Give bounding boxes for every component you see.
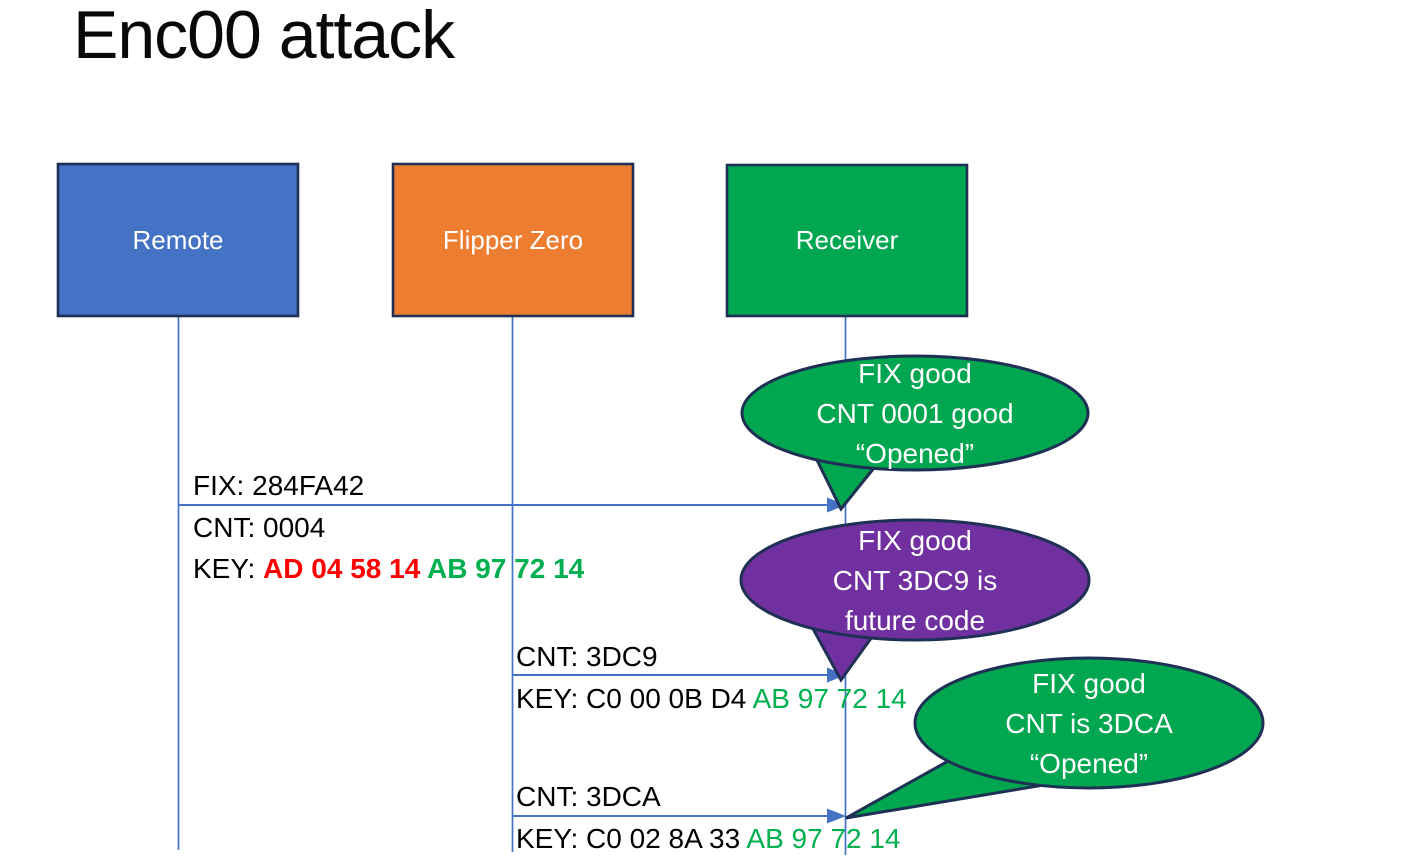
actor-label-flipper-zero: Flipper Zero bbox=[442, 224, 584, 255]
message2-key-fixed-bytes: AB 97 72 14 bbox=[752, 683, 907, 714]
callout1-bubble bbox=[740, 354, 1090, 472]
callout1-line3: “Opened” bbox=[855, 437, 975, 469]
message3-key-prefix: KEY: bbox=[516, 823, 587, 854]
flipper-zero-box bbox=[391, 162, 635, 318]
remote-box bbox=[56, 162, 300, 318]
message2-cnt-value: CNT: 3DC9 bbox=[516, 641, 658, 672]
callout1-line2: CNT 0001 good bbox=[816, 397, 1014, 429]
message1-key-value: KEY: AD 04 58 14 AB 97 72 14 bbox=[193, 552, 584, 586]
actor-label-receiver: Receiver bbox=[795, 225, 899, 255]
callout3-text: FIX good CNT is 3DCA “Opened” bbox=[915, 659, 1263, 788]
message1-cnt-value: CNT: 0004 bbox=[193, 512, 326, 543]
actor-label-remote: Remote bbox=[132, 224, 224, 255]
callout3-line1: FIX good bbox=[1032, 667, 1146, 699]
message3-key-counter-bytes: C0 02 8A 33 bbox=[586, 823, 747, 854]
message2-key-value: KEY: C0 00 0B D4 AB 97 72 14 bbox=[516, 682, 907, 716]
callout2-text: FIX good CNT 3DC9 is future code bbox=[741, 521, 1089, 640]
callout3-bubble bbox=[913, 656, 1265, 790]
callout3-line2: CNT is 3DCA bbox=[1005, 707, 1173, 739]
callout1-line1: FIX good bbox=[858, 357, 972, 389]
message2-key-prefix: KEY: bbox=[516, 683, 587, 714]
callout2-line2: CNT 3DC9 is bbox=[832, 564, 998, 596]
message1-key-fixed-bytes: AB 97 72 14 bbox=[427, 553, 585, 584]
callout3-line3: “Opened” bbox=[1029, 747, 1149, 779]
callout2-bubble bbox=[739, 518, 1091, 642]
message3-cnt-value: CNT: 3DCA bbox=[516, 781, 661, 812]
receiver-box bbox=[725, 163, 969, 318]
message2-key-counter-bytes: C0 00 0B D4 bbox=[586, 683, 753, 714]
message1-arrowhead-icon bbox=[827, 497, 846, 513]
message3-key-value: KEY: C0 02 8A 33 AB 97 72 14 bbox=[516, 822, 901, 856]
message3-arrowhead-icon bbox=[827, 808, 846, 824]
page-title: Enc00 attack bbox=[73, 0, 455, 73]
callout2-line3: future code bbox=[844, 604, 986, 636]
message1-key-changed-bytes: AD 04 58 14 bbox=[263, 553, 427, 584]
message1-fix-value: FIX: 284FA42 bbox=[193, 470, 365, 501]
callout1-text: FIX good CNT 0001 good “Opened” bbox=[742, 356, 1088, 471]
message1-key-prefix: KEY: bbox=[193, 553, 264, 584]
message3-key-fixed-bytes: AB 97 72 14 bbox=[746, 823, 901, 854]
message2-arrowhead-icon bbox=[827, 667, 846, 683]
callout2-line1: FIX good bbox=[858, 524, 972, 556]
